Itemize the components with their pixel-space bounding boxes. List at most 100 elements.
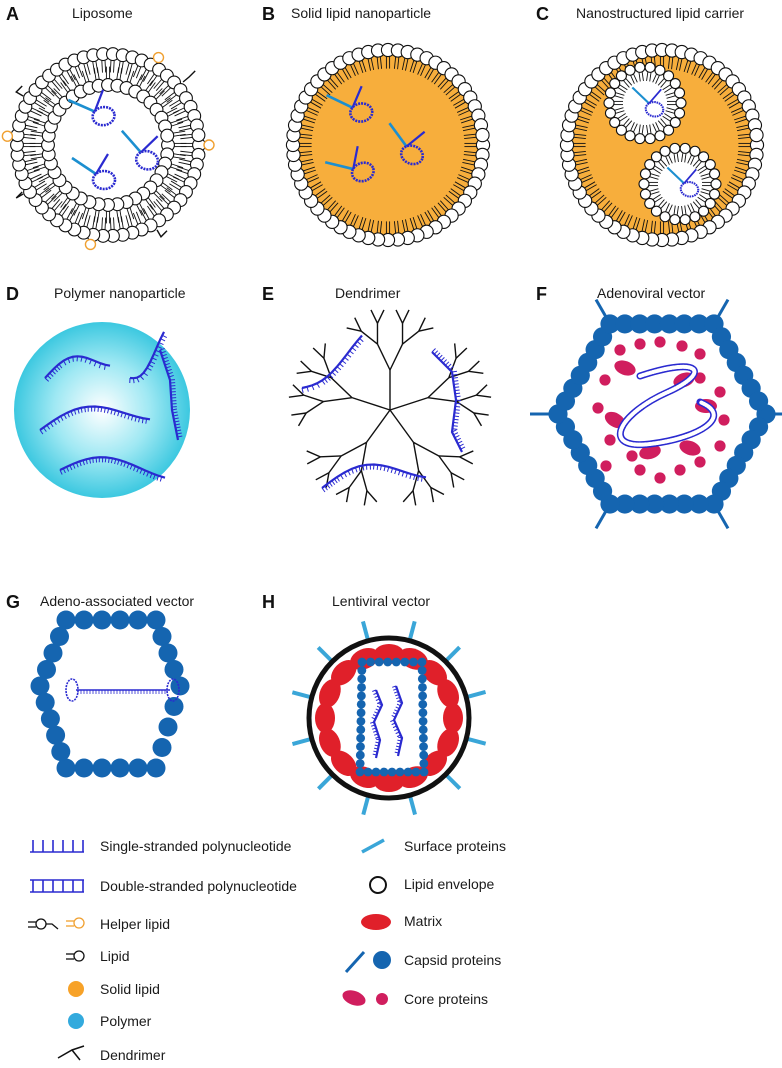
strand-base (177, 435, 183, 438)
strand-base (53, 420, 57, 425)
lipid-tail (578, 169, 590, 175)
strand-base (46, 424, 51, 430)
strand-base (409, 473, 412, 480)
lipid-tail (738, 136, 751, 140)
capsid-protein (689, 494, 709, 514)
capsid-protein (419, 759, 429, 768)
core-protein (639, 444, 661, 460)
lipid-tail (594, 194, 605, 204)
strand-base (174, 423, 181, 426)
lipid-tail (344, 67, 352, 79)
lipid-tail (140, 69, 147, 81)
lipid-tail (38, 107, 50, 114)
capsid-protein (630, 494, 650, 514)
lipid-tail (701, 188, 711, 192)
strand-base (333, 478, 338, 484)
capsid-protein (418, 691, 428, 701)
surface-protein (408, 796, 417, 816)
lipid-tail (323, 84, 333, 94)
lipid-tail (450, 188, 461, 197)
lipid-tail (581, 177, 594, 183)
core-protein (626, 450, 638, 462)
strand-base (413, 474, 416, 481)
strand-base (63, 360, 67, 366)
strand-base (98, 363, 102, 369)
lipid-tail (644, 219, 649, 232)
lipid-tail (54, 79, 63, 89)
lipid-tail (116, 67, 120, 80)
strand-base (452, 425, 458, 427)
double-strand-icon (30, 879, 84, 893)
capsid-protein (674, 494, 694, 514)
lipid-tail (618, 211, 626, 223)
lipid-tail (676, 205, 679, 215)
lipid-tail (574, 133, 587, 136)
lipid-tail (161, 87, 171, 97)
lipid-tail (62, 80, 71, 91)
lipid-tail (646, 124, 649, 134)
lipid-monolayer (285, 42, 491, 248)
dendrimer-branch (402, 330, 420, 345)
strand-base (347, 470, 351, 476)
lipid-tail (586, 99, 597, 106)
capsid-protein (395, 767, 405, 777)
strand-base (69, 465, 73, 471)
strand-base (44, 377, 50, 382)
lipid-tail (437, 77, 447, 88)
lipid-head (603, 97, 615, 109)
strand-base (375, 708, 380, 712)
core-protein (714, 386, 726, 398)
lipid-tail (649, 124, 652, 134)
lipid-tail (439, 200, 449, 210)
strand-base (374, 733, 379, 736)
lipid-tail (736, 162, 749, 166)
lipid-tail (460, 115, 472, 121)
lipid-tail (660, 118, 667, 126)
matrix-protein (421, 750, 448, 777)
lipid-tail (170, 166, 183, 172)
lipid-head (650, 205, 662, 217)
surface-protein (291, 737, 311, 746)
strand-base (104, 457, 107, 463)
core-protein (600, 460, 612, 472)
lipid-tail (697, 165, 706, 172)
legend-label-lipid: Lipid (100, 948, 130, 964)
strand-base (394, 709, 399, 712)
strand-base (159, 347, 165, 351)
lipid-tail (51, 81, 61, 91)
lipid-tail (665, 110, 675, 114)
lipid-tail (166, 187, 177, 196)
legend-label-polymer: Polymer (100, 1013, 152, 1029)
strand-base (156, 345, 162, 349)
lipid-tail (719, 194, 730, 204)
lipid-tail (350, 64, 356, 77)
lipid-tail (424, 67, 432, 79)
capsid-protein (748, 391, 769, 411)
strand-base (77, 408, 80, 414)
lipid-tail (160, 184, 171, 193)
strand-base (375, 738, 381, 741)
lipid-tail (427, 69, 434, 80)
lipid-tail (177, 119, 189, 124)
capsid-protein (355, 759, 365, 768)
lipid-tail (147, 82, 156, 93)
lipid-tail (30, 173, 42, 180)
lipid-head (650, 151, 662, 163)
dendrimer-branch (476, 394, 492, 398)
dendrimer-branch (430, 487, 435, 503)
strand-base (343, 472, 347, 478)
strand-base (89, 458, 92, 464)
helper-lipid-tail (182, 70, 196, 83)
lipid-tail (433, 74, 442, 85)
lipid-tail (624, 213, 630, 226)
strand-base (60, 415, 64, 421)
capsid-protein (50, 627, 69, 646)
lipid-tail (116, 210, 120, 223)
lipid-tail (737, 154, 750, 157)
lipid-tail (336, 72, 345, 83)
strand-loop (644, 100, 665, 118)
dendrimer-icon (57, 1045, 85, 1061)
lipid-tail (101, 60, 103, 73)
lipid-head (654, 130, 666, 142)
strand-stem (67, 98, 96, 113)
